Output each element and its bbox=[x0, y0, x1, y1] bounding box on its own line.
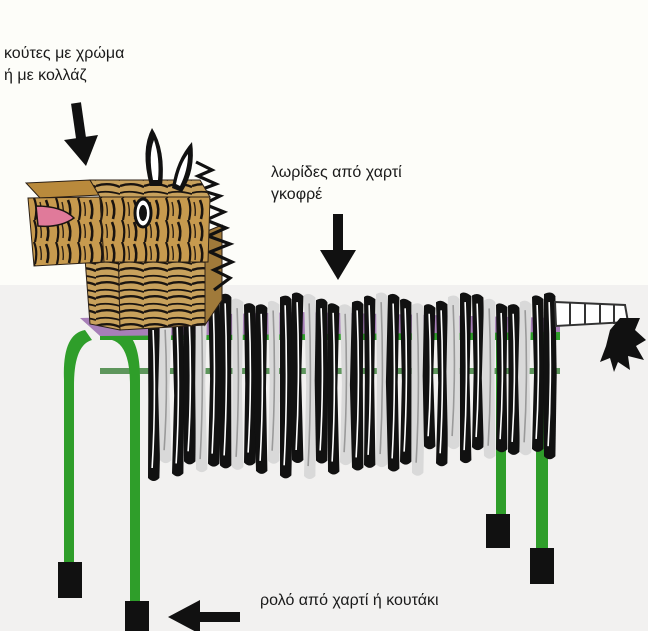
back-foot-left bbox=[486, 514, 510, 548]
front-leg-left bbox=[64, 330, 92, 565]
tail-tuft bbox=[600, 318, 646, 372]
arrow-to-head bbox=[64, 103, 98, 166]
label-roll: ρολό από χαρτί ή κουτάκι bbox=[260, 590, 439, 612]
label-strips-line2: γκοφρέ bbox=[271, 184, 402, 206]
label-roll-line1: ρολό από χαρτί ή κουτάκι bbox=[260, 590, 439, 612]
label-strips: λωρίδες από χαρτί γκοφρέ bbox=[271, 162, 402, 206]
arrow-to-foot bbox=[168, 600, 240, 631]
back-foot-right bbox=[530, 548, 554, 584]
front-foot-left bbox=[58, 562, 82, 598]
label-boxes-line1: κούτες με χρώμα bbox=[4, 43, 124, 65]
label-boxes-line2: ή με κολλάζ bbox=[4, 65, 124, 87]
head-box bbox=[26, 180, 210, 266]
front-legs bbox=[58, 330, 149, 631]
label-strips-line1: λωρίδες από χαρτί bbox=[271, 162, 402, 184]
label-boxes: κούτες με χρώμα ή με κολλάζ bbox=[4, 43, 124, 87]
tail bbox=[555, 302, 646, 372]
front-foot-right bbox=[125, 601, 149, 631]
arrow-to-strips bbox=[320, 214, 356, 280]
